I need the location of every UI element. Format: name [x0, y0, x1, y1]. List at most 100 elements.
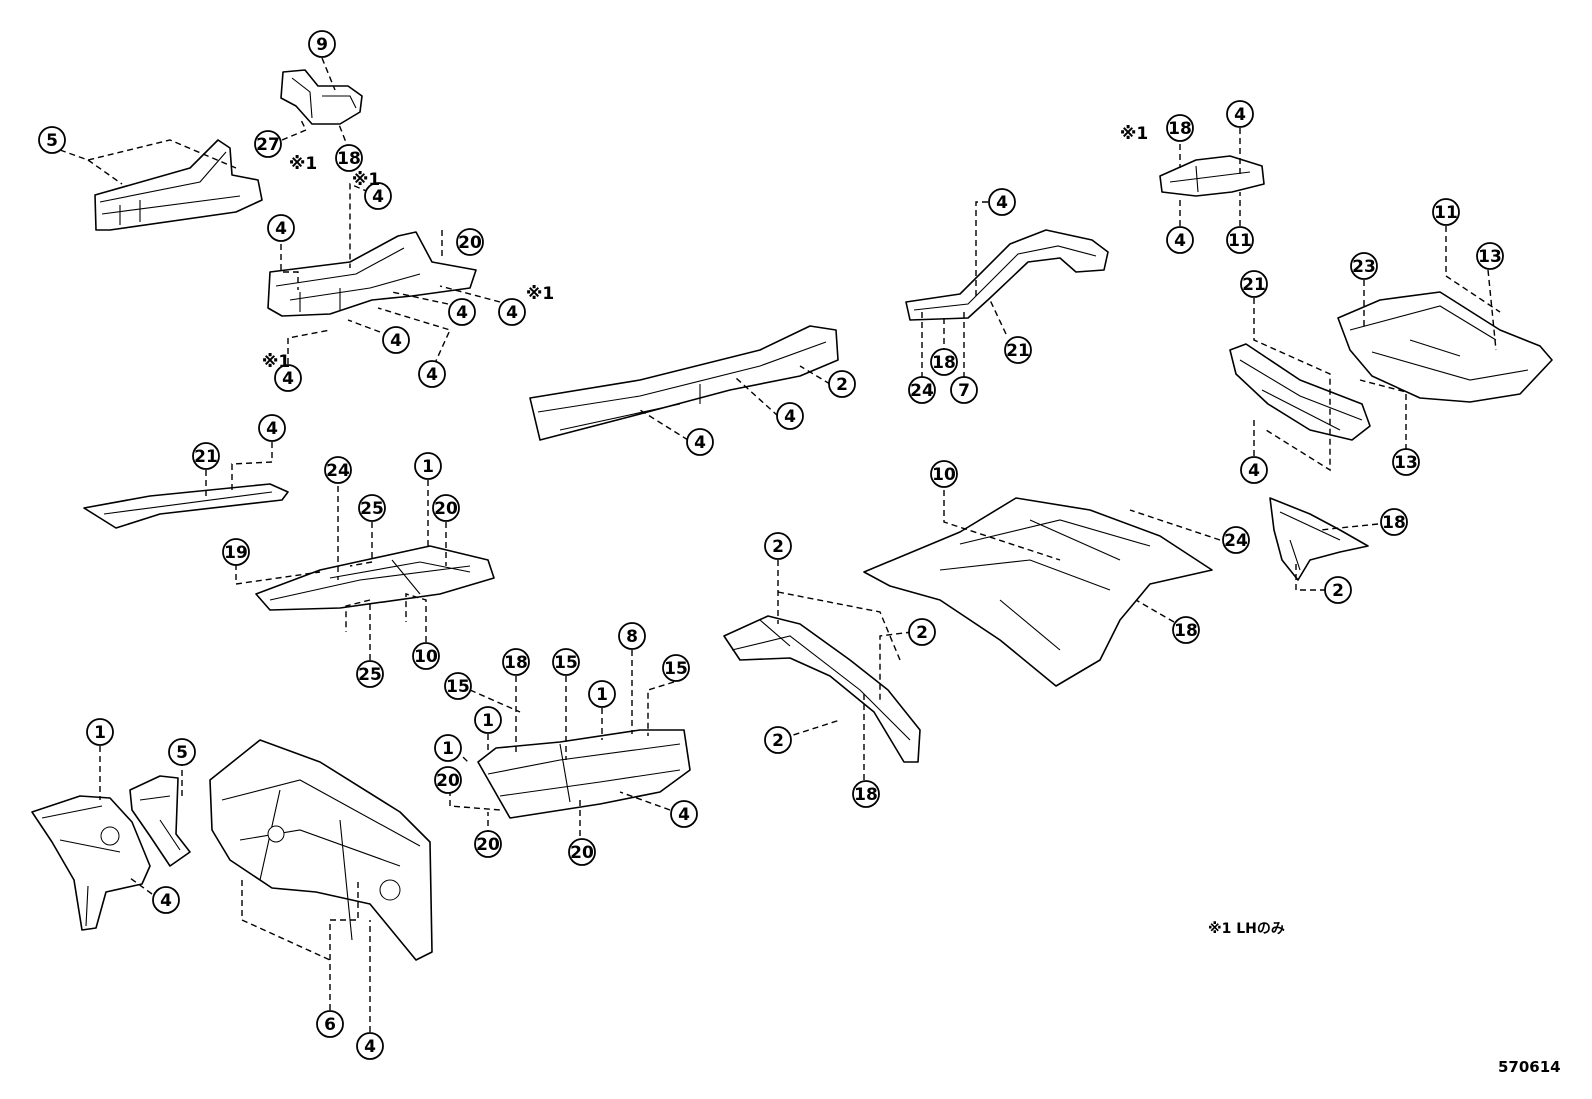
callout-marker: 18 [852, 780, 880, 808]
callout-number: 10 [414, 647, 438, 667]
callout-circle [274, 364, 302, 392]
callout-marker: 18 [502, 648, 530, 676]
callout-number: 4 [456, 303, 468, 323]
part-rocker-panel [83, 483, 289, 529]
callout-number: 10 [932, 465, 956, 485]
callout-circle [930, 460, 958, 488]
callout-marker: 25 [358, 494, 386, 522]
callout-circle [168, 738, 196, 766]
callout-circle [1226, 226, 1254, 254]
callout-number: 11 [1228, 231, 1252, 251]
callout-circle [1392, 448, 1420, 476]
part-rear-bracket [1269, 497, 1369, 581]
callout-number: 4 [275, 219, 287, 239]
callout-marker: 4 [382, 326, 410, 354]
leader-lines [59, 57, 1501, 1032]
callout-marker: 4 [1226, 100, 1254, 128]
callout-marker: 4 [776, 402, 804, 430]
callout-number: 4 [266, 419, 278, 439]
callout-number: 13 [1478, 247, 1502, 267]
figure-id: 570614 [1498, 1058, 1561, 1076]
callout-marker: 13 [1392, 448, 1420, 476]
callout-circle [662, 654, 690, 682]
callout-number: 21 [1242, 275, 1266, 295]
callout-number: 4 [1174, 231, 1186, 251]
callout-marker: 6 [316, 1010, 344, 1038]
part-front-side-member-upper [94, 139, 263, 231]
callout-circle [418, 360, 446, 388]
callout-marker: 23 [1350, 252, 1378, 280]
callout-circle [152, 886, 180, 914]
callout-circle [38, 126, 66, 154]
callout-circle [1166, 114, 1194, 142]
callout-marker: 4 [267, 214, 295, 242]
callout-marker: 21 [192, 442, 220, 470]
callout-number: 20 [458, 233, 482, 253]
callout-marker: 2 [908, 618, 936, 646]
callout-marker: 18 [1380, 508, 1408, 536]
callout-number: 23 [1352, 257, 1376, 277]
callout-number: 2 [836, 375, 848, 395]
callout-number: 2 [772, 731, 784, 751]
callout-number: 18 [337, 149, 361, 169]
callout-marker: 4※1 [498, 284, 554, 326]
callout-circle [502, 648, 530, 676]
callout-marker: 4 [686, 428, 714, 456]
callout-number: 24 [1224, 531, 1248, 551]
callout-marker: 18※1 [289, 144, 363, 174]
callout-number: 4 [678, 805, 690, 825]
callout-marker: 9 [308, 30, 336, 58]
callout-circle [908, 376, 936, 404]
callout-circle [86, 718, 114, 746]
callout-marker: 24 [1222, 526, 1250, 554]
callout-marker: 21 [1004, 336, 1032, 364]
callout-circle [414, 452, 442, 480]
callout-marker: 4※1 [352, 170, 392, 210]
callout-marker: 4 [988, 188, 1016, 216]
callout-circle [1350, 252, 1378, 280]
callout-circle [588, 680, 616, 708]
callout-marker: 19 [222, 538, 250, 566]
callout-circle [308, 30, 336, 58]
callout-marker: 20 [456, 228, 484, 256]
callout-number: 4 [1248, 461, 1260, 481]
callout-number: 4 [506, 303, 518, 323]
callout-circle [364, 182, 392, 210]
callout-circle [776, 402, 804, 430]
callout-circle [1476, 242, 1504, 270]
callout-marker: 4 [1240, 456, 1268, 484]
part-drawings [31, 69, 1553, 961]
callout-number: 19 [224, 543, 248, 563]
callout-number: 18 [854, 785, 878, 805]
callout-number: 4 [390, 331, 402, 351]
part-rear-floor-side-member [723, 615, 921, 763]
callout-marker: 4 [258, 414, 286, 442]
callout-marker: 27 [254, 130, 282, 158]
callout-number: 1 [442, 739, 454, 759]
callout-circle [670, 800, 698, 828]
callout-number: 8 [626, 627, 638, 647]
callout-marker: 4 [670, 800, 698, 828]
callout-marker: 4 [152, 886, 180, 914]
callout-circle [988, 188, 1016, 216]
callout-circle [618, 622, 646, 650]
callout-marker: 1 [434, 734, 462, 762]
callout-circle [324, 456, 352, 484]
callout-number: 9 [316, 35, 328, 55]
lh-only-mark: ※1 [1120, 124, 1148, 144]
callout-number: 1 [94, 723, 106, 743]
callout-marker: 20 [568, 838, 596, 866]
callout-marker: 20 [432, 494, 460, 522]
callout-circle [258, 414, 286, 442]
callout-marker: 2 [764, 726, 792, 754]
callout-marker: 1 [414, 452, 442, 480]
callout-circle [358, 494, 386, 522]
callout-circle [1432, 198, 1460, 226]
callout-circle [568, 838, 596, 866]
part-rear-crossmember [1229, 343, 1371, 441]
callout-number: 18 [1174, 621, 1198, 641]
callout-marker: 5 [168, 738, 196, 766]
callout-number: 21 [194, 447, 218, 467]
callout-number: 25 [358, 665, 382, 685]
callout-marker: 13 [1476, 242, 1504, 270]
